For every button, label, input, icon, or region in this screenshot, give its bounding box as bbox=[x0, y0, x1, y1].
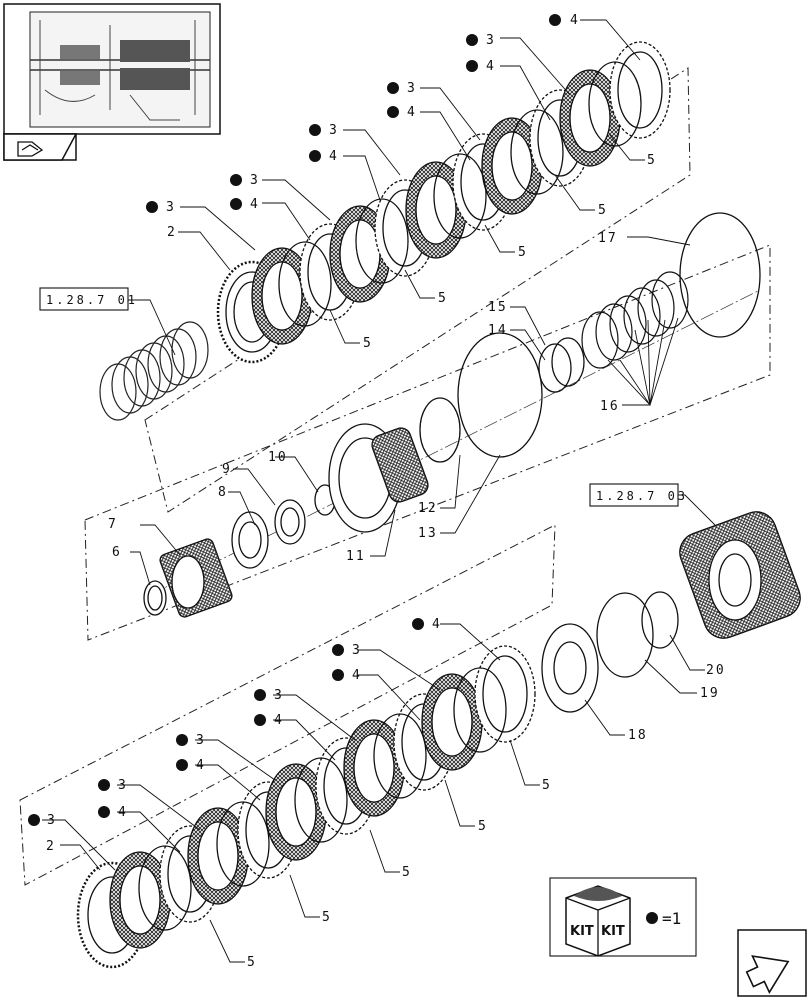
callout-4: 4 bbox=[196, 758, 206, 773]
callout-11: 11 bbox=[346, 549, 366, 564]
callout-14: 14 bbox=[488, 323, 508, 338]
callout-5: 5 bbox=[438, 291, 448, 306]
callout-3: 3 bbox=[407, 81, 417, 96]
callout-20: 20 bbox=[706, 663, 726, 678]
callout-3: 3 bbox=[329, 123, 339, 138]
callout-5: 5 bbox=[478, 819, 488, 834]
callout-3: 3 bbox=[486, 33, 496, 48]
callout-2: 2 bbox=[46, 839, 56, 854]
callout-3: 3 bbox=[352, 643, 362, 658]
callout-3: 3 bbox=[274, 688, 284, 703]
callout-19: 19 bbox=[700, 686, 720, 701]
callout-16: 16 bbox=[600, 399, 620, 414]
callout-9: 9 bbox=[222, 462, 232, 477]
callout-5: 5 bbox=[518, 245, 528, 260]
callout-5: 5 bbox=[247, 955, 257, 970]
callout-3: 3 bbox=[47, 813, 57, 828]
kit-label-left: KIT bbox=[570, 924, 594, 939]
kit-label-right: KIT bbox=[601, 924, 625, 939]
callout-2: 2 bbox=[167, 225, 177, 240]
callout-15: 15 bbox=[488, 300, 508, 315]
kit-box-icon: KIT KIT bbox=[565, 885, 631, 957]
top-disc-pack bbox=[216, 41, 671, 364]
callout-5: 5 bbox=[542, 778, 552, 793]
callout-3: 3 bbox=[196, 733, 206, 748]
leader-lines bbox=[42, 19, 716, 963]
snap-ring-17 bbox=[679, 212, 761, 338]
callout-4: 4 bbox=[570, 13, 580, 28]
middle-assembly bbox=[143, 332, 585, 618]
callout-5: 5 bbox=[402, 865, 412, 880]
top-spring-stack bbox=[99, 321, 209, 421]
kit-bullets bbox=[28, 14, 561, 826]
callout-4: 4 bbox=[486, 59, 496, 74]
thumbnail-panel[interactable] bbox=[3, 3, 221, 161]
callout-5: 5 bbox=[598, 203, 608, 218]
callout-4: 4 bbox=[352, 668, 362, 683]
callout-4: 4 bbox=[407, 105, 417, 120]
callout-labels: 4 3 4 3 4 3 4 3 4 3 2 5 5 5 5 5 17 15 14… bbox=[46, 13, 726, 970]
callout-5: 5 bbox=[363, 336, 373, 351]
next-page-arrow-icon bbox=[745, 955, 790, 995]
callout-7: 7 bbox=[108, 517, 118, 532]
bookmark-arrow-icon[interactable] bbox=[17, 141, 44, 157]
reference-label: 1.28.7 01 bbox=[46, 293, 138, 307]
bottom-disc-pack bbox=[76, 645, 536, 969]
callout-3: 3 bbox=[250, 173, 260, 188]
callout-5: 5 bbox=[647, 153, 657, 168]
callout-4: 4 bbox=[250, 197, 260, 212]
callout-10: 10 bbox=[268, 450, 288, 465]
callout-4: 4 bbox=[432, 617, 442, 632]
callout-18: 18 bbox=[628, 728, 648, 743]
callout-4: 4 bbox=[274, 713, 284, 728]
callout-4: 4 bbox=[329, 149, 339, 164]
reference-label: 1.28.7 03 bbox=[596, 489, 688, 503]
reference-link-top[interactable]: 1.28.7 01 bbox=[39, 287, 138, 311]
callout-3: 3 bbox=[166, 200, 176, 215]
kit-quantity: =1 bbox=[662, 909, 681, 928]
callout-4: 4 bbox=[118, 805, 128, 820]
next-page-button[interactable] bbox=[737, 929, 807, 997]
hub-housing bbox=[541, 511, 801, 713]
reference-link-mid[interactable]: 1.28.7 03 bbox=[589, 483, 688, 507]
thumbnail-image bbox=[29, 11, 211, 128]
middle-spring-stack bbox=[581, 271, 689, 369]
callout-8: 8 bbox=[218, 485, 228, 500]
kit-bullet-icon bbox=[646, 912, 658, 924]
kit-legend: KIT KIT =1 bbox=[549, 877, 697, 957]
callout-13: 13 bbox=[418, 526, 438, 541]
callout-17: 17 bbox=[598, 231, 618, 246]
callout-5: 5 bbox=[322, 910, 332, 925]
callout-12: 12 bbox=[418, 501, 438, 516]
callout-6: 6 bbox=[112, 545, 122, 560]
callout-3: 3 bbox=[118, 778, 128, 793]
